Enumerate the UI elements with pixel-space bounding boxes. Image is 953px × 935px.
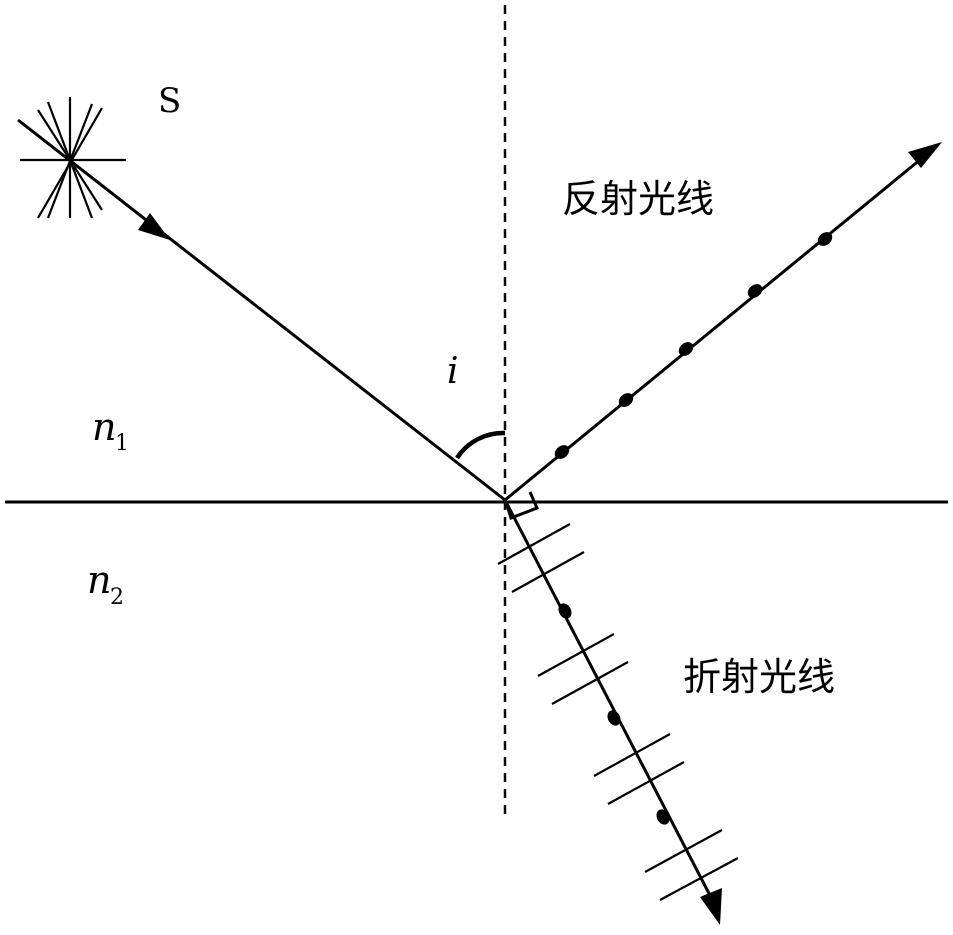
medium1-label: n 1 [92,405,129,456]
source-label: S [158,81,181,121]
refracted-arrow-icon [700,888,722,925]
refracted-ray-label: 折射光线 [683,655,835,699]
incident-angle-label: i [447,351,459,392]
incident-angle-arc [455,430,506,460]
medium2-label: n 2 [87,558,124,610]
medium1-subscript: 1 [115,431,129,456]
medium1-symbol: n [92,405,116,449]
reflected-ray [504,142,942,502]
reflected-arrow-icon [908,142,942,168]
refracted-ray-ticks [497,523,739,901]
medium2-subscript: 2 [110,585,124,610]
reflected-ray-label: 反射光线 [562,177,714,221]
medium2-symbol: n [87,558,111,602]
light-source-star-icon [20,97,126,219]
refracted-ray [497,499,739,925]
reflected-ray-dots [554,232,833,459]
incident-ray [17,118,506,502]
refracted-ray-dots [558,603,670,825]
incident-arrow-icon [138,213,170,240]
